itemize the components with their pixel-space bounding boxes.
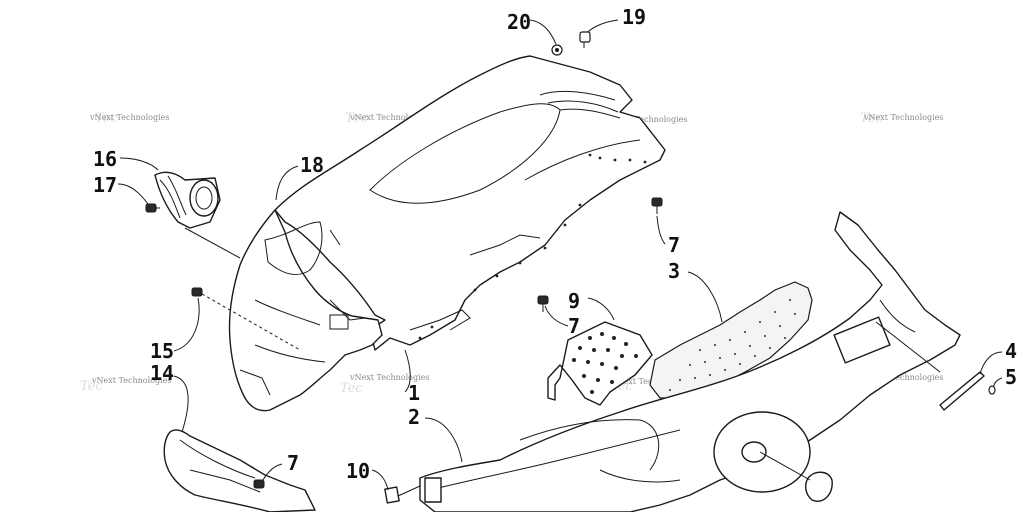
svg-text:Tec: Tec [95, 111, 118, 126]
left-side-panel [228, 209, 383, 412]
watermark-text: vNext Technologies [91, 376, 171, 385]
svg-text:Tec: Tec [340, 381, 363, 396]
lower-body-part-2 [419, 211, 961, 512]
perforated-bracket-part-9 [547, 321, 653, 406]
callout-7-lower: 7 [287, 451, 299, 475]
callout-10: 10 [346, 459, 370, 483]
hood-hole-group [418, 153, 647, 340]
svg-text:Tec: Tec [345, 111, 368, 126]
screw-part-7-lower-left [253, 479, 265, 489]
callout-14: 14 [150, 361, 174, 385]
fastener-15-dash [201, 293, 301, 351]
leader-lines [117, 19, 1003, 491]
callout-18: 18 [300, 153, 324, 177]
callout-9: 9 [568, 289, 580, 313]
callout-labels: 20 19 16 17 18 7 3 9 7 15 14 1 2 4 5 7 1… [93, 5, 1017, 483]
washer-part-20 [551, 44, 563, 56]
callout-4: 4 [1005, 339, 1017, 363]
callout-1: 1 [408, 381, 420, 405]
callout-7-upper: 7 [668, 233, 680, 257]
boot-mount-line [184, 227, 241, 259]
strip-mount-line [875, 321, 941, 373]
muffler-leader [759, 451, 811, 481]
upper-hood-panel [274, 55, 666, 351]
bracket-holes [572, 332, 638, 394]
callout-17: 17 [93, 173, 117, 197]
svg-text:Tec: Tec [860, 111, 883, 126]
clip-part-10 [384, 486, 400, 504]
bolt-part-19 [579, 31, 591, 48]
watermark-text: vNext Technologies [863, 373, 943, 382]
screw-part-17 [145, 203, 160, 213]
strip-part-4 [939, 371, 985, 411]
watermark-text: vNext Technologies [349, 113, 429, 122]
callout-15: 15 [150, 339, 174, 363]
clip-mount-line [397, 485, 421, 497]
watermark-text: vNext Technologies [863, 113, 943, 122]
callout-2: 2 [408, 405, 420, 429]
callout-20: 20 [507, 10, 531, 34]
watermark-text: vNext Technologies [349, 373, 429, 382]
watermark-text: vNext Technologies [607, 115, 687, 124]
screw-part-5 [988, 385, 996, 395]
callout-7-mid: 7 [568, 314, 580, 338]
fastener-15 [191, 287, 203, 297]
callout-19: 19 [622, 5, 646, 29]
callout-16: 16 [93, 147, 117, 171]
lower-side-part-14 [163, 429, 316, 512]
callout-5: 5 [1005, 365, 1017, 389]
boot-part-16 [154, 171, 221, 229]
screw-part-7-mid [537, 295, 549, 312]
screw-part-7-upper [651, 197, 663, 214]
svg-text:Tec: Tec [80, 379, 103, 394]
callout-3: 3 [668, 259, 680, 283]
watermark-text: vNext Technologies [89, 113, 169, 122]
